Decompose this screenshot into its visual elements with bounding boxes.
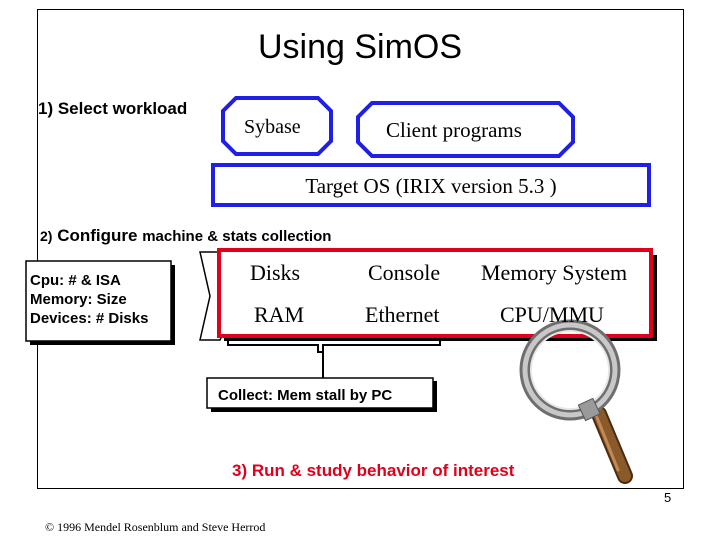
- machine-params-box-shape: [25, 260, 172, 342]
- collect-box-shape: [206, 377, 434, 409]
- machine-param-devices: Devices: # Disks: [30, 310, 149, 327]
- magnifying-glass-icon: [519, 319, 633, 484]
- component-ram: RAM: [254, 302, 305, 327]
- client-programs-label: Client programs: [386, 118, 522, 142]
- page-number: 5: [664, 490, 672, 505]
- sybase-label: Sybase: [244, 116, 301, 138]
- target-os-box-shape: [211, 163, 651, 207]
- machine-params-text: Cpu: # & ISA Memory: Size Devices: # Dis…: [30, 271, 148, 328]
- target-os-label: Target OS (IRIX version 5.3 ): [305, 174, 557, 198]
- component-memory-system: Memory System: [481, 260, 628, 285]
- step2-rest: machine & stats collection: [142, 228, 332, 245]
- component-cpu-mmu: CPU/MMU: [500, 302, 604, 327]
- step1-label: 1) Select workload: [38, 99, 188, 118]
- slide-title: Using SimOS: [257, 28, 463, 66]
- components-bracket: [227, 338, 323, 353]
- component-ethernet: Ethernet: [365, 302, 440, 327]
- client-programs-box-shape: [356, 101, 575, 158]
- copyright-footer: © 1996 Mendel Rosenblum and Steve Herrod: [45, 520, 266, 534]
- step2-label: 2) Configure machine & stats collection: [40, 226, 331, 246]
- slide-frame: [37, 9, 684, 489]
- collect-label: Collect: Mem stall by PC: [218, 387, 393, 404]
- sybase-box-shape: [221, 96, 333, 156]
- step2-number: 2): [40, 228, 53, 244]
- component-console: Console: [368, 260, 441, 285]
- component-disks: Disks: [250, 260, 301, 285]
- machine-param-cpu: Cpu: # & ISA: [30, 272, 121, 289]
- machine-param-memory: Memory: Size: [30, 291, 127, 308]
- step3-label: 3) Run & study behavior of interest: [232, 461, 515, 480]
- step2-configure: Configure: [57, 226, 138, 245]
